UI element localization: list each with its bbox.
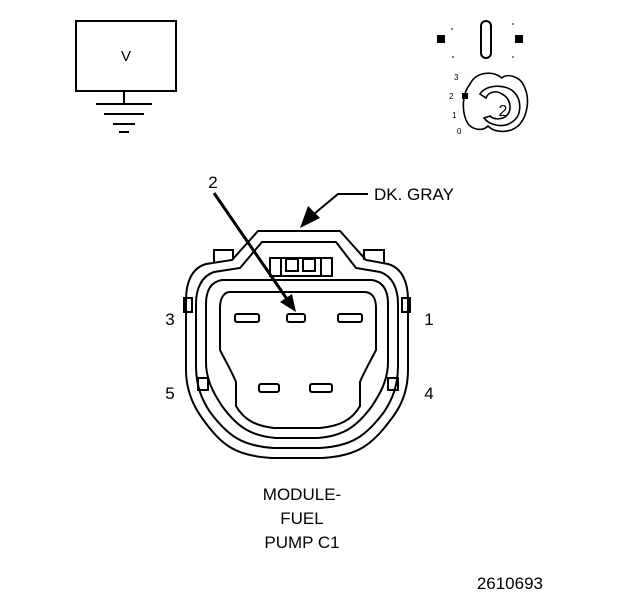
side-tab-left-lower	[197, 377, 209, 391]
lock-slot-left	[285, 258, 299, 272]
pin-3-label: 3	[165, 310, 174, 329]
terminal-cavity-pin-2	[286, 313, 306, 323]
voltmeter-box	[75, 20, 177, 92]
connector-outer-shell	[185, 230, 409, 459]
voltmeter-label: V	[121, 48, 131, 65]
connector-name-line-2: FUEL	[280, 509, 323, 528]
selector-knob	[478, 85, 521, 127]
multimeter-selector-icon	[437, 20, 529, 133]
jack-right	[515, 35, 523, 43]
selector-dial	[462, 72, 529, 133]
dial-mark-0: 0	[457, 127, 462, 136]
pin-cavity-area	[219, 291, 377, 429]
connector-inner-shell	[195, 241, 399, 449]
connector-color-label: DK. GRAY	[374, 185, 454, 204]
dial-mark-3: 3	[454, 73, 459, 82]
jack-left	[437, 35, 445, 43]
dial-mark-2: 2	[449, 92, 454, 101]
connector-name-line-1: MODULE-	[263, 485, 341, 504]
terminal-cavity-pin-4	[309, 383, 333, 393]
connector-name-line-3: PUMP C1	[264, 533, 339, 552]
pin-1-label: 1	[424, 310, 433, 329]
pin-2-callout-label: 2	[208, 173, 217, 192]
terminal-cavity-pin-3	[234, 313, 260, 323]
connector-seal-line	[205, 279, 389, 439]
figure-reference-number: 2610693	[477, 574, 543, 593]
selector-pointer	[462, 93, 468, 99]
pin-4-label: 4	[424, 384, 433, 403]
latch-step-left	[213, 249, 234, 263]
terminal-cavity-pin-5	[258, 383, 280, 393]
terminal-cavity-pin-1	[337, 313, 363, 323]
side-tab-right-lower	[387, 377, 399, 391]
side-tab-left-upper	[183, 297, 193, 313]
dial-mark-1: 1	[452, 111, 457, 120]
side-tab-right-upper	[401, 297, 411, 313]
voltmeter-ground-icon	[75, 20, 177, 133]
color-leader-arrowhead	[300, 206, 320, 228]
pin-5-label: 5	[165, 384, 174, 403]
latch-step-right	[363, 249, 385, 263]
pin-2-arrowhead	[280, 294, 296, 312]
connector-face	[183, 230, 411, 459]
lock-tab	[269, 257, 333, 277]
selector-value: 2	[499, 103, 508, 120]
lock-slot-right	[302, 258, 316, 272]
pin-2-leader-line	[212, 192, 291, 303]
color-leader-line	[313, 193, 368, 215]
probe-slot	[480, 20, 492, 59]
